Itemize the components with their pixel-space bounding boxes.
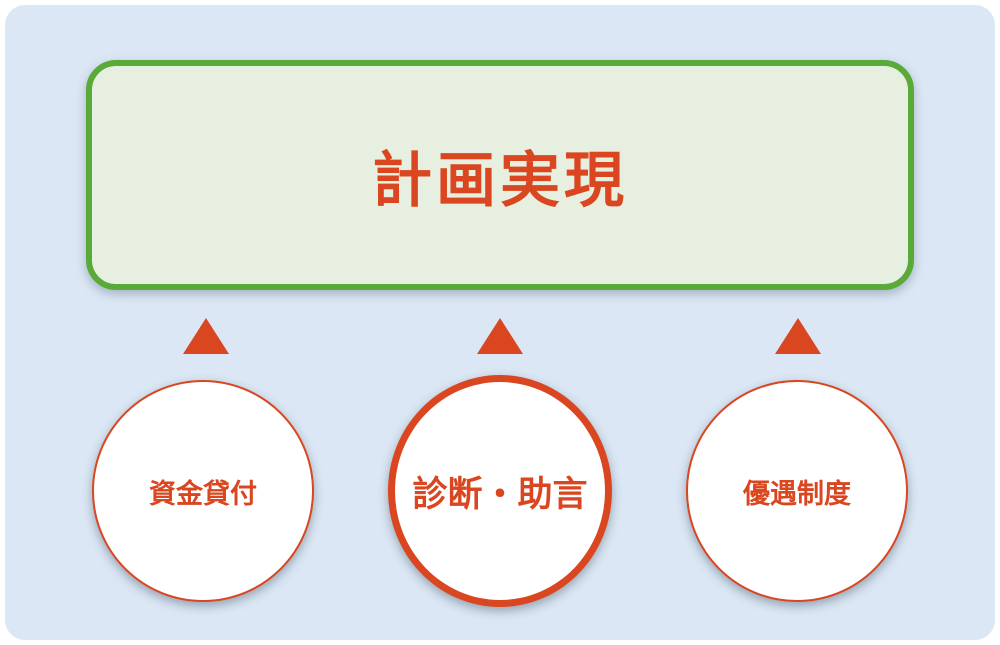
support-label-incentives: 優遇制度: [743, 478, 851, 510]
support-circle-funding: 資金貸付: [92, 380, 314, 602]
support-label-consulting: 診断・助言: [412, 474, 588, 515]
arrow-up-icon: [477, 318, 523, 354]
support-label-funding: 資金貸付: [149, 478, 257, 510]
goal-title: 計画実現: [372, 145, 628, 216]
support-circle-consulting: 診断・助言: [388, 375, 612, 607]
arrow-up-icon: [775, 318, 821, 354]
goal-box: 計画実現: [86, 60, 914, 290]
arrow-up-icon: [183, 318, 229, 354]
support-circle-incentives: 優遇制度: [686, 380, 908, 602]
